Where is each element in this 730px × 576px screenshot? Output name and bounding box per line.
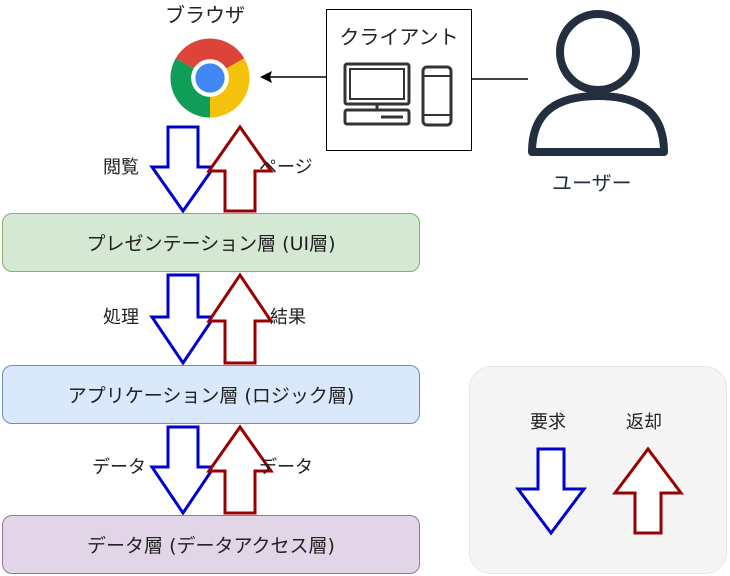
chrome-browser-icon xyxy=(170,38,250,118)
legend-response-arrow xyxy=(612,446,684,535)
browser-label: ブラウザ xyxy=(165,3,245,27)
arrow-label-result: 結果 xyxy=(270,307,306,328)
request-arrow-data xyxy=(149,425,217,516)
arrow-label-browse: 閲覧 xyxy=(103,157,139,178)
client-title: クライアント xyxy=(339,25,459,49)
response-arrow-result xyxy=(206,272,274,365)
data-layer: データ層 (データアクセス層) xyxy=(2,515,420,574)
response-arrow-data xyxy=(206,424,274,515)
application-layer: アプリケーション層 (ロジック層) xyxy=(2,365,420,424)
arrow-label-process: 処理 xyxy=(103,307,139,328)
legend-request-label: 要求 xyxy=(530,412,566,433)
smartphone-icon xyxy=(421,65,453,127)
request-arrow-browse xyxy=(149,125,217,214)
arrow-label-page: ページ xyxy=(259,157,313,178)
user-icon xyxy=(528,10,668,156)
data-layer-label: データ層 (データアクセス層) xyxy=(87,535,335,557)
client-box: クライアント xyxy=(326,9,472,151)
presentation-layer: プレゼンテーション層 (UI層) xyxy=(2,213,420,272)
legend-response-label: 返却 xyxy=(626,412,662,433)
presentation-layer-label: プレゼンテーション層 (UI層) xyxy=(86,233,336,255)
desktop-computer-icon xyxy=(343,62,411,126)
request-arrow-process xyxy=(149,273,217,366)
legend-request-arrow xyxy=(515,447,587,536)
user-label: ユーザー xyxy=(552,171,632,195)
application-layer-label: アプリケーション層 (ロジック層) xyxy=(67,385,355,407)
response-arrow-page xyxy=(206,124,274,213)
arrow-label-data-up: データ xyxy=(259,457,313,478)
arrow-label-data-down: データ xyxy=(92,457,146,478)
legend-panel: 要求 返却 xyxy=(469,366,727,574)
